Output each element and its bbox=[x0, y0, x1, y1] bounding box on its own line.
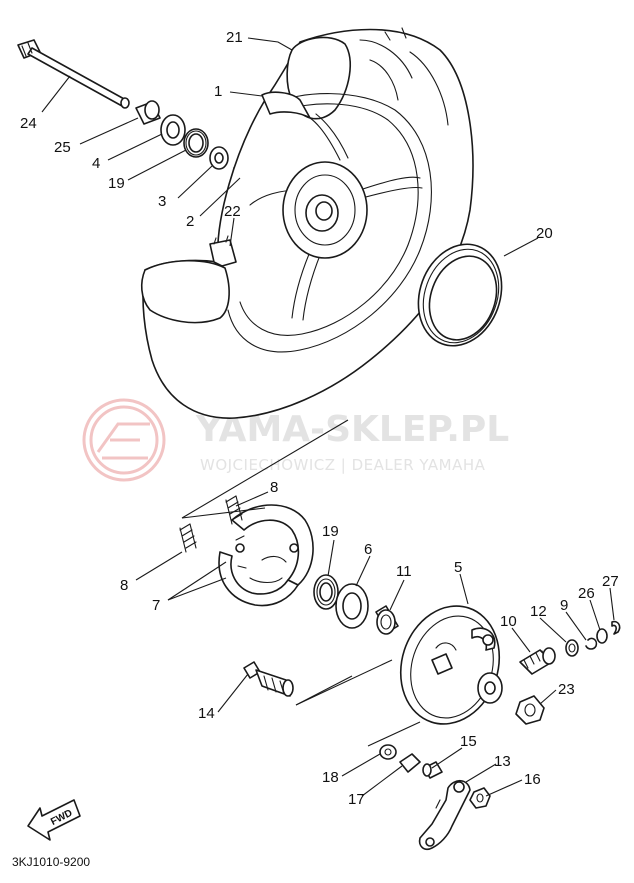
axle bbox=[17, 39, 130, 109]
watermark: YAMA-SKLEP.PL WOJCIECHOWICZ | DEALER YAM… bbox=[82, 398, 509, 482]
indicator-plate bbox=[399, 753, 421, 773]
bearing-lower bbox=[313, 574, 339, 610]
spacer bbox=[135, 100, 161, 125]
callout-15: 15 bbox=[460, 733, 477, 750]
watermark-logo bbox=[82, 398, 166, 482]
callout-25: 25 bbox=[54, 139, 71, 156]
brake-lever bbox=[418, 779, 471, 851]
callout-21: 21 bbox=[226, 29, 243, 46]
callout-16: 16 bbox=[524, 771, 541, 788]
callout-17: 17 bbox=[348, 791, 365, 808]
callout-13: 13 bbox=[494, 753, 511, 770]
clip-27 bbox=[611, 620, 621, 635]
spring-lower bbox=[179, 523, 197, 553]
watermark-subtitle: WOJCIECHOWICZ | DEALER YAMAHA bbox=[200, 456, 486, 474]
collar-11 bbox=[375, 605, 399, 635]
spring-upper bbox=[225, 495, 243, 525]
callout-26: 26 bbox=[578, 585, 595, 602]
washer-18 bbox=[379, 744, 397, 760]
callout-19-lower: 19 bbox=[322, 523, 339, 540]
callout-27: 27 bbox=[602, 573, 619, 590]
nut-23 bbox=[515, 695, 545, 725]
callout-24: 24 bbox=[20, 115, 37, 132]
forward-direction-arrow: FWD bbox=[27, 799, 81, 841]
callout-20: 20 bbox=[536, 225, 553, 242]
circlip-9 bbox=[585, 637, 598, 650]
washer-26 bbox=[596, 628, 608, 644]
callout-22: 22 bbox=[224, 203, 241, 220]
callout-8-upper: 8 bbox=[270, 479, 278, 496]
callout-2: 2 bbox=[186, 213, 194, 230]
callout-3: 3 bbox=[158, 193, 166, 210]
callout-12: 12 bbox=[530, 603, 547, 620]
nut-16 bbox=[469, 787, 491, 809]
callout-8-lower: 8 bbox=[120, 577, 128, 594]
callout-10: 10 bbox=[500, 613, 517, 630]
brake-cam bbox=[243, 661, 294, 697]
callout-numbers: 21 1 24 25 4 19 3 2 22 20 8 8 7 19 6 11 … bbox=[20, 29, 619, 808]
callout-4: 4 bbox=[92, 155, 100, 172]
tire-valve bbox=[209, 235, 237, 267]
callout-9: 9 bbox=[560, 597, 568, 614]
callout-1: 1 bbox=[214, 83, 222, 100]
brake-shoes bbox=[218, 504, 314, 607]
bearing-4 bbox=[160, 114, 186, 146]
callout-5: 5 bbox=[454, 559, 462, 576]
brake-shoe-plate bbox=[399, 605, 503, 725]
leader-lines bbox=[41, 37, 615, 797]
callout-14: 14 bbox=[198, 705, 215, 722]
washer-12 bbox=[565, 639, 579, 657]
oil-seal-upper bbox=[183, 128, 209, 158]
bolt-15 bbox=[422, 761, 443, 779]
washer-3 bbox=[209, 146, 229, 170]
oil-seal-6 bbox=[335, 583, 369, 629]
tube-band bbox=[417, 243, 503, 347]
callout-18: 18 bbox=[322, 769, 339, 786]
wheel-assembly bbox=[140, 27, 474, 419]
callout-11: 11 bbox=[396, 563, 412, 580]
callout-7: 7 bbox=[152, 597, 160, 614]
diagram-code: 3KJ1010-9200 bbox=[12, 855, 90, 869]
callout-19-upper: 19 bbox=[108, 175, 125, 192]
callout-23: 23 bbox=[558, 681, 575, 698]
group-brackets bbox=[181, 419, 421, 747]
callout-6: 6 bbox=[364, 541, 372, 558]
rim-band bbox=[261, 91, 311, 119]
drive-gear bbox=[519, 647, 556, 675]
